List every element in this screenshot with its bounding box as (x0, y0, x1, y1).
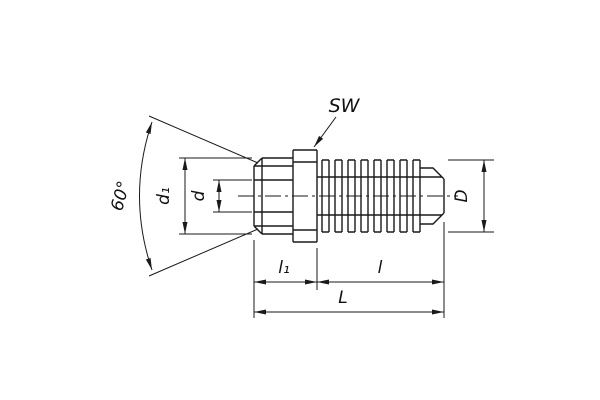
angle-arc (139, 121, 153, 271)
l-label: l (378, 258, 383, 278)
sw-callout: SW (313, 95, 361, 148)
L-label: L (338, 288, 347, 308)
cone-line-top (148, 115, 259, 164)
fitting-outline (253, 149, 445, 243)
angle-label: 60° (107, 179, 134, 213)
thread-section (253, 157, 293, 235)
cone-line-bottom (148, 228, 259, 277)
dim-D: D (448, 159, 494, 233)
barb-ribs (321, 159, 421, 233)
dim-angle-60: 60° (107, 115, 259, 277)
dim-l: l (317, 258, 444, 285)
sw-label: SW (329, 95, 361, 117)
barb-tip-and-bore (317, 167, 445, 225)
d-label: d (189, 190, 209, 201)
dim-l1: l₁ (254, 258, 317, 285)
dim-d: d (189, 179, 252, 213)
D-label: D (452, 189, 472, 202)
dim-d1: d₁ (154, 157, 252, 235)
dim-L: L (254, 288, 444, 315)
d1-label: d₁ (154, 187, 174, 205)
l1-label: l₁ (278, 258, 290, 278)
hex-section (292, 149, 318, 243)
sw-leader-line (313, 116, 337, 148)
